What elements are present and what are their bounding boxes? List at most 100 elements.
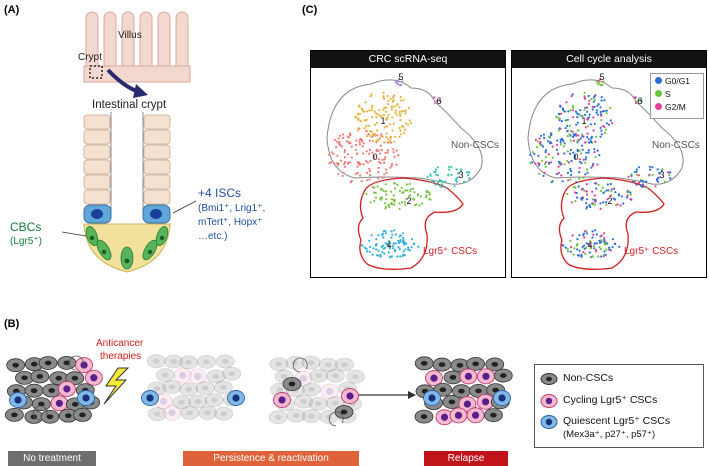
cell-point xyxy=(382,244,385,247)
cell-point xyxy=(408,195,411,198)
cell-point xyxy=(538,172,541,175)
cell-point xyxy=(581,148,584,151)
cell-point xyxy=(586,132,589,135)
cell-point xyxy=(455,168,458,171)
non-csc-cell xyxy=(222,366,242,381)
cell-point xyxy=(570,95,573,98)
cell-point xyxy=(577,134,580,137)
cell-point xyxy=(379,255,382,258)
cell-point xyxy=(399,240,402,243)
cell-point xyxy=(383,252,386,255)
cell-point xyxy=(350,156,353,159)
cell-point xyxy=(593,105,596,108)
cell-point xyxy=(391,245,394,248)
cell-point xyxy=(354,148,357,151)
cell-point xyxy=(428,191,431,194)
cell-point xyxy=(570,173,573,177)
cell-point xyxy=(385,193,388,196)
cell-point xyxy=(377,149,380,152)
cell-point xyxy=(386,94,389,98)
cell-point xyxy=(575,181,578,184)
cell-point xyxy=(601,125,605,128)
cell-point xyxy=(591,190,594,193)
cell-point xyxy=(560,174,563,177)
cell-point xyxy=(593,242,596,245)
isc-label: +4 ISCs xyxy=(198,186,242,200)
cell-point xyxy=(398,189,402,192)
cell-point xyxy=(594,94,597,97)
cell-point xyxy=(349,134,352,137)
cell-point xyxy=(342,136,345,139)
cell-point xyxy=(668,174,671,177)
cell-point xyxy=(609,119,612,122)
cell-point xyxy=(382,189,385,192)
cell-point xyxy=(555,148,558,151)
cell-point xyxy=(362,142,365,145)
cell-point xyxy=(390,190,393,193)
cell-point xyxy=(363,246,366,249)
cell-point xyxy=(388,123,391,126)
cell-point xyxy=(635,168,638,171)
cell-point xyxy=(639,98,642,101)
cell-point xyxy=(389,97,392,101)
cell-point xyxy=(611,122,614,125)
cell-point xyxy=(395,113,398,116)
cell-point xyxy=(601,186,604,189)
cell-point xyxy=(604,253,607,256)
non-csc-cell xyxy=(58,408,78,423)
cell-point xyxy=(599,189,603,192)
cell-point xyxy=(565,119,568,122)
cell-point xyxy=(365,160,368,163)
cell-point xyxy=(583,108,586,111)
cell-point xyxy=(384,156,387,159)
cycling-cell xyxy=(173,367,192,384)
non-csc-cell xyxy=(309,368,328,383)
cluster-label-0: 0 xyxy=(372,152,377,162)
cycling-cell xyxy=(273,392,291,408)
cell-point xyxy=(390,105,393,108)
cell-point xyxy=(360,108,363,111)
cell-point xyxy=(600,255,603,258)
cell-point xyxy=(564,127,567,130)
cell-point xyxy=(570,159,573,163)
cell-point xyxy=(582,251,585,254)
cell-point xyxy=(562,145,565,148)
cell-point xyxy=(380,245,383,249)
cell-point xyxy=(541,159,544,162)
cell-point xyxy=(543,136,546,139)
cell-point xyxy=(584,161,587,164)
cell-point xyxy=(585,242,588,245)
cell-point xyxy=(593,194,596,197)
cell-point xyxy=(544,162,547,166)
cell-point xyxy=(566,192,569,195)
cell-point xyxy=(408,106,411,109)
cell-point xyxy=(639,184,642,187)
lgr5-region-label: Lgr5⁺ CSCs xyxy=(423,246,477,257)
cell-point xyxy=(573,247,576,250)
cell-point xyxy=(374,191,377,195)
non-csc-cell xyxy=(24,383,44,398)
non-csc-cell xyxy=(268,410,288,425)
cell-point xyxy=(587,149,590,152)
cell-point xyxy=(637,174,640,177)
cell-point xyxy=(603,99,606,102)
cell-point xyxy=(590,166,593,169)
cbc-label: CBCs xyxy=(10,220,42,234)
cell-point xyxy=(584,173,587,176)
cell-point xyxy=(605,122,608,125)
cell-point xyxy=(606,183,609,186)
cell-point xyxy=(398,126,401,130)
cell-point xyxy=(542,174,545,177)
cell-point xyxy=(393,229,396,232)
cell-point xyxy=(569,178,572,181)
cell-point xyxy=(388,247,391,250)
cell-point xyxy=(364,101,367,104)
cell-point xyxy=(343,165,346,168)
cell-point xyxy=(544,156,547,159)
cell-point xyxy=(577,113,580,116)
stage-bar-no-treatment: No treatment xyxy=(8,451,96,466)
cell-point xyxy=(571,93,574,96)
cell-point xyxy=(600,234,603,237)
cell-point xyxy=(603,131,607,135)
